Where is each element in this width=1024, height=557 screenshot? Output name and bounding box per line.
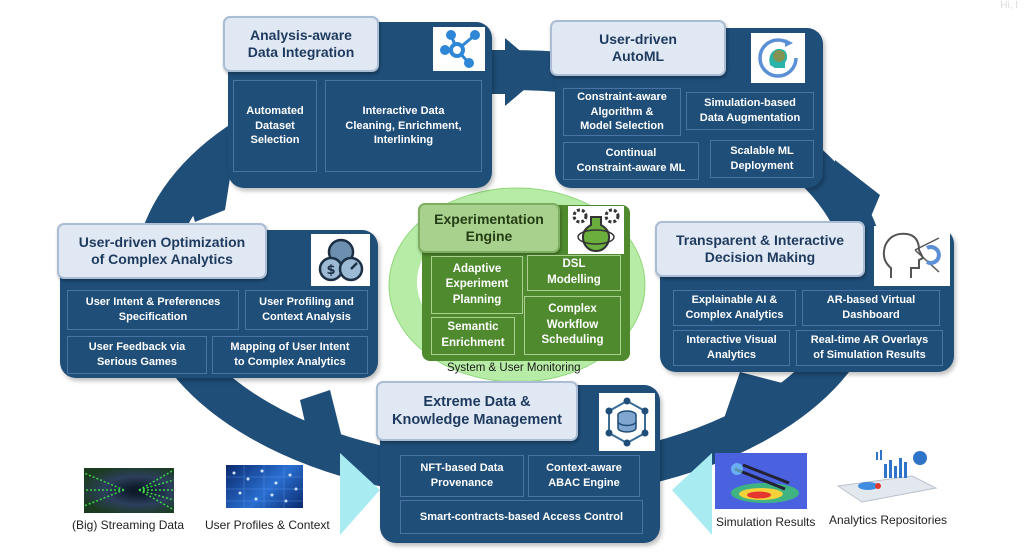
module-title: Extreme Data & Knowledge Management: [376, 381, 578, 441]
sub-semantic-enrichment: Semantic Enrichment: [431, 317, 515, 355]
source-label: User Profiles & Context: [205, 518, 330, 532]
arrow-left: [180, 165, 232, 222]
source-label: (Big) Streaming Data: [72, 518, 185, 532]
sub-user-feedback-serious-games: User Feedback via Serious Games: [67, 336, 207, 374]
arrow-bottom-left: [300, 390, 350, 470]
sub-automated-dataset-selection: Automated Dataset Selection: [233, 80, 317, 172]
svg-text:$: $: [326, 263, 335, 278]
sub-scalable-ml-deployment: Scalable ML Deployment: [710, 140, 814, 178]
sub-explainable-ai: Explainable AI & Complex Analytics: [673, 290, 796, 326]
module-title: Transparent & Interactive Decision Makin…: [655, 221, 865, 277]
source-label: Simulation Results: [716, 515, 816, 529]
simulation-results-image: [715, 453, 807, 509]
arrow-right-upper: [830, 160, 880, 238]
sub-ar-virtual-dashboard: AR-based Virtual Dashboard: [802, 290, 940, 326]
monitoring-label: System & User Monitoring: [447, 362, 581, 374]
sub-realtime-ar-overlays: Real-time AR Overlays of Simulation Resu…: [796, 330, 943, 366]
module-title: User-driven AutoML: [550, 20, 726, 76]
sub-nft-data-provenance: NFT-based Data Provenance: [400, 455, 524, 497]
input-arrow-right: [672, 453, 712, 535]
sub-constraint-aware-model-selection: Constraint-aware Algorithm & Model Selec…: [563, 88, 681, 136]
input-arrow-left: [340, 453, 380, 535]
sub-abac-engine: Context-aware ABAC Engine: [528, 455, 640, 497]
sub-user-intent-preferences: User Intent & Preferences Specification: [67, 290, 239, 330]
brain-cycle-icon: [751, 33, 805, 83]
sub-interactive-data-cleaning: Interactive Data Cleaning, Enrichment, I…: [325, 80, 482, 172]
analytics-repositories-image: [832, 448, 938, 504]
database-network-icon: [599, 393, 655, 451]
head-vision-icon: [874, 226, 950, 286]
sub-dsl-modelling: DSL Modelling: [527, 255, 621, 291]
network-node-icon: [433, 27, 485, 71]
flask-gears-icon: [568, 206, 624, 254]
source-label: Analytics Repositories: [829, 513, 948, 527]
sub-complex-workflow-scheduling: Complex Workflow Scheduling: [524, 296, 621, 355]
sub-smart-contracts-access-control: Smart-contracts-based Access Control: [400, 500, 643, 534]
module-title: Analysis-aware Data Integration: [223, 16, 379, 72]
sub-mapping-user-intent: Mapping of User Intent to Complex Analyt…: [212, 336, 368, 374]
sub-simulation-data-augmentation: Simulation-based Data Augmentation: [686, 92, 814, 130]
sub-user-profiling-context: User Profiling and Context Analysis: [245, 290, 368, 330]
streaming-data-image: [84, 468, 174, 513]
arrow-right-lower: [720, 372, 790, 430]
cost-time-gear-icon: $: [311, 234, 370, 286]
user-profiles-image: [226, 465, 303, 508]
sub-interactive-visual-analytics: Interactive Visual Analytics: [673, 330, 790, 366]
corner-text: Hi, I: [1000, 0, 1018, 11]
sub-adaptive-experiment-planning: Adaptive Experiment Planning: [431, 256, 523, 314]
module-title: Experimentation Engine: [418, 203, 560, 253]
sub-continual-ml: Continual Constraint-aware ML: [563, 142, 699, 180]
module-title: User-driven Optimization of Complex Anal…: [57, 223, 267, 279]
